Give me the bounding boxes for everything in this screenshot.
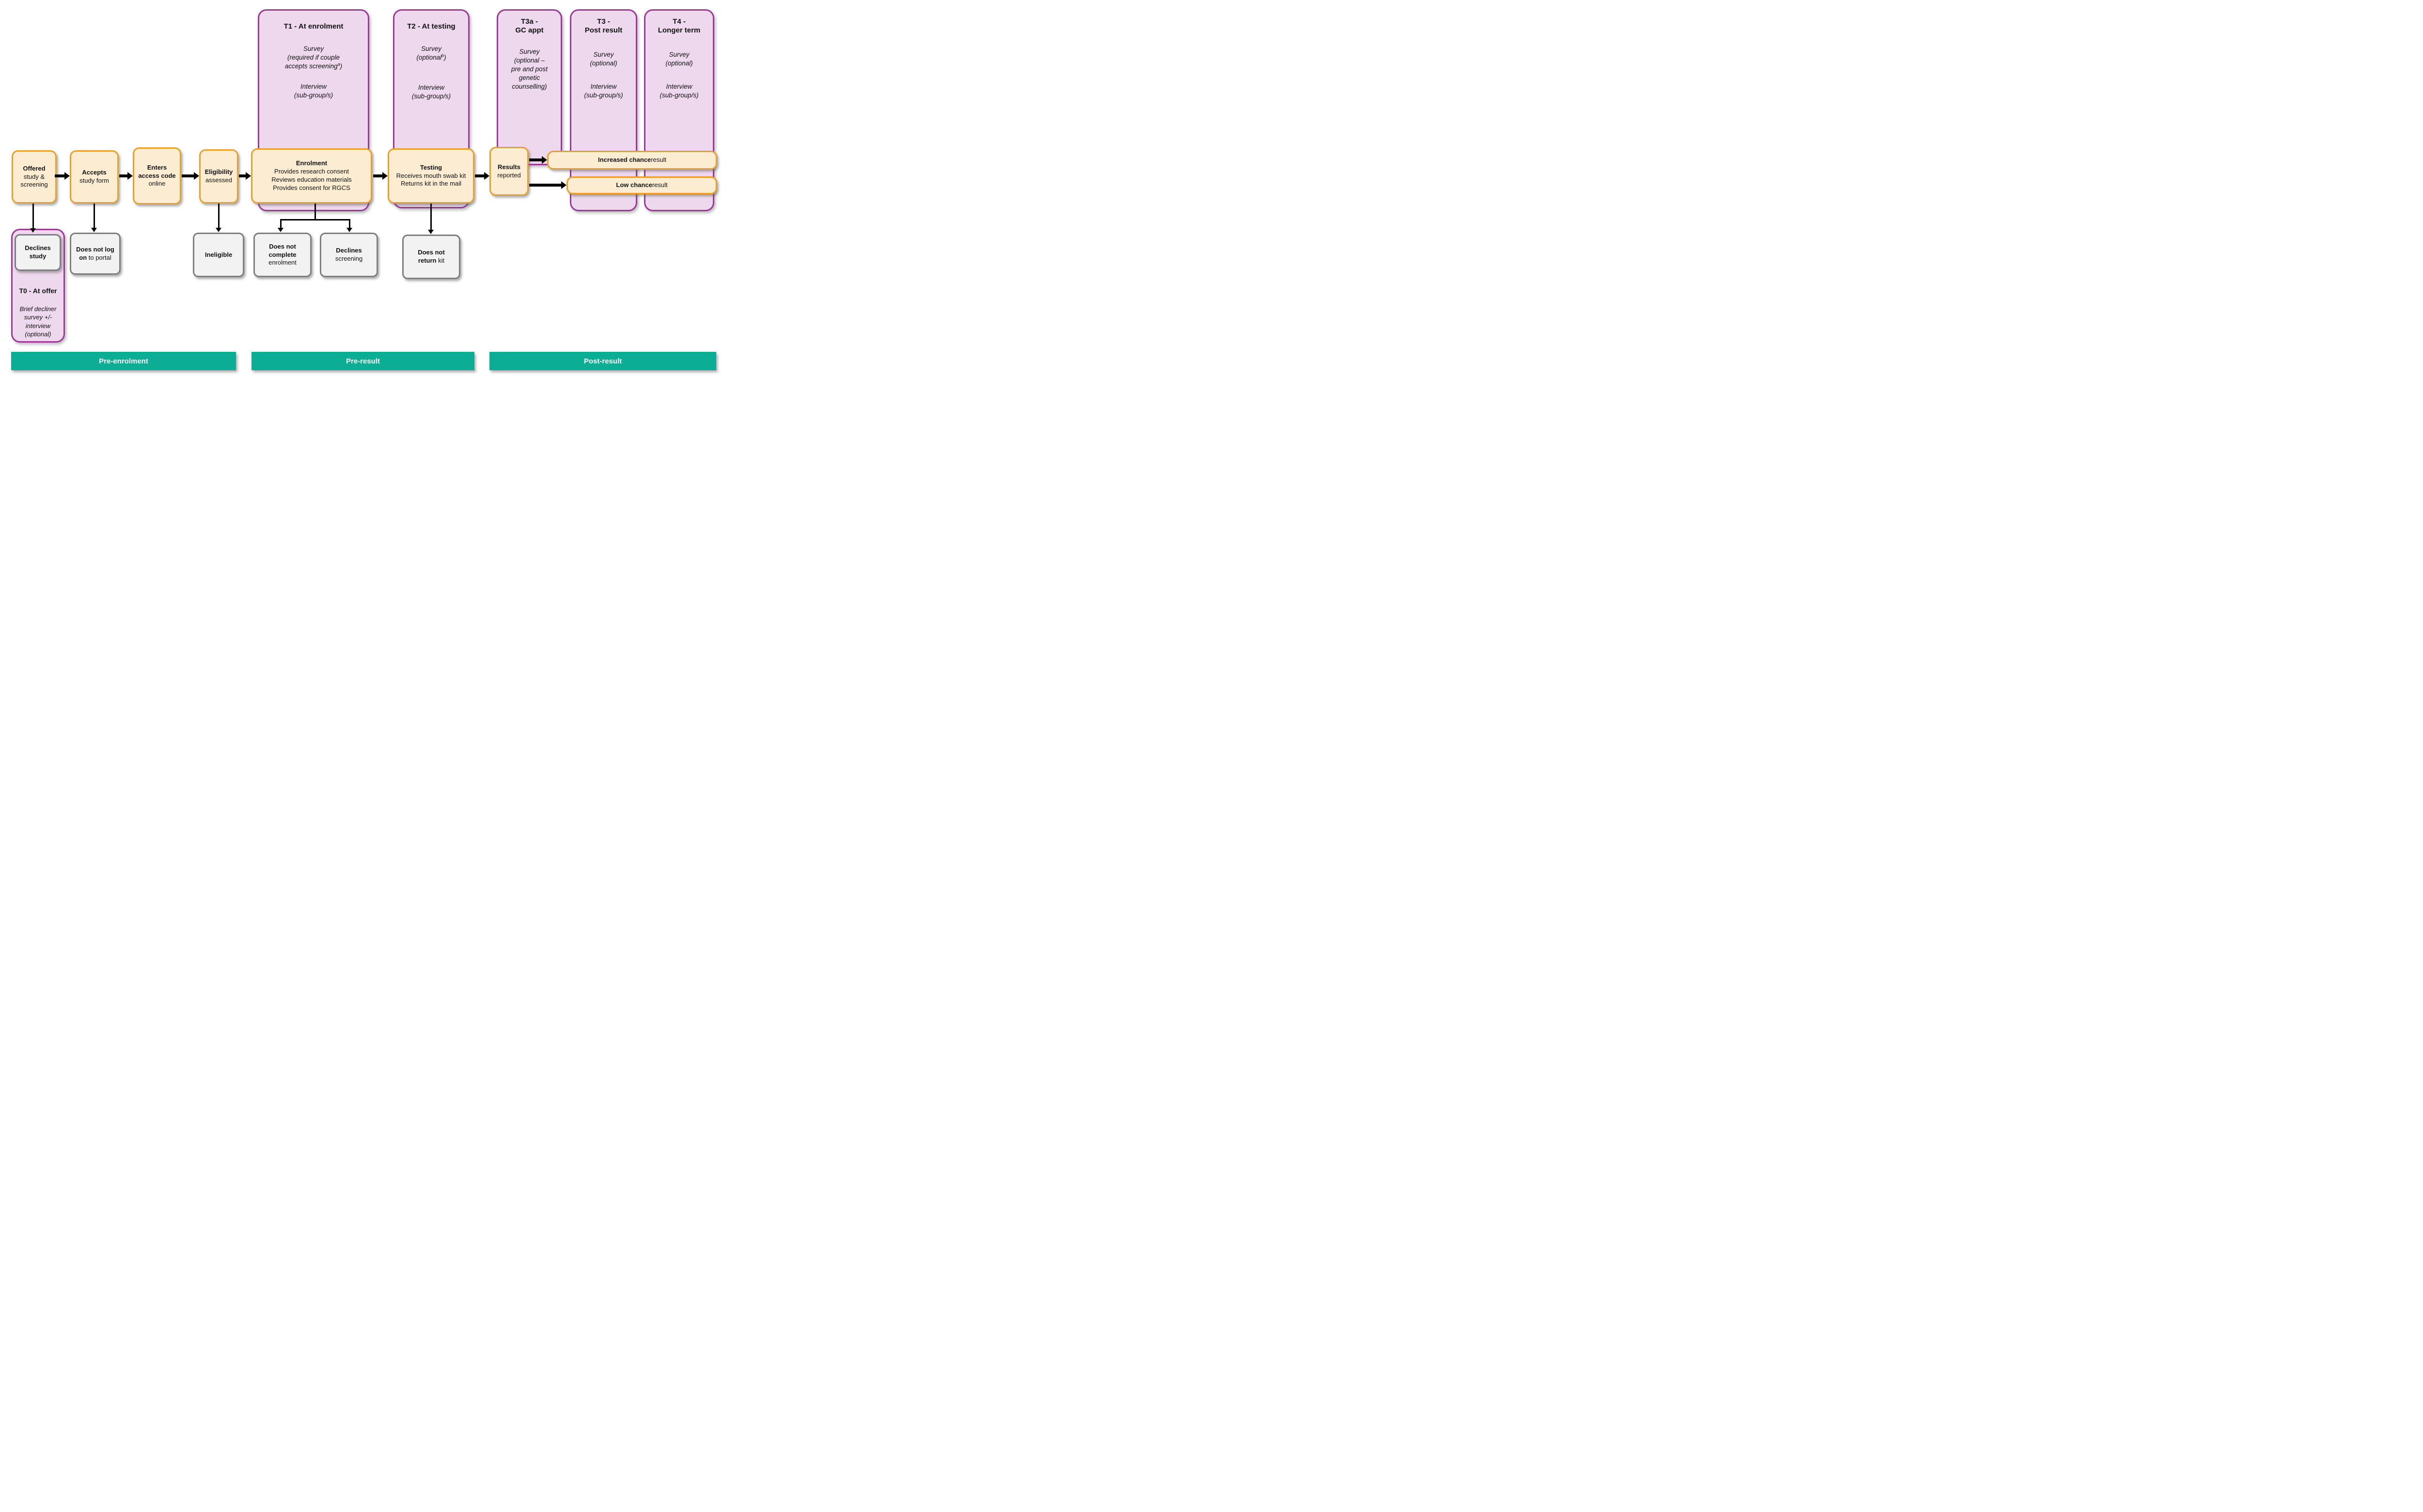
arrow-enrolment-to-testing	[373, 172, 388, 180]
arrow-results-to-increased	[529, 156, 547, 164]
declines-study-label: Declines study	[25, 244, 51, 260]
t4-title: T4 - Longer term	[658, 17, 701, 35]
dropout-declines-study: Declines study	[15, 234, 61, 271]
t3a-title: T3a - GC appt	[515, 17, 544, 35]
arrow-eligibility-to-ineligible	[216, 204, 221, 232]
arrow-accepts-to-enters	[119, 172, 133, 180]
t4-survey-note: Survey (optional)	[665, 51, 693, 67]
result-low-chance: Low chance result	[566, 176, 717, 194]
arrow-split-to-declines-screening	[346, 219, 352, 232]
arrow-accepts-to-no-logon	[91, 204, 97, 232]
connector-enrolment-crossbar	[280, 219, 350, 220]
arrow-results-to-low	[529, 181, 566, 189]
arrow-split-to-no-complete	[278, 219, 283, 232]
step-enrolment: Enrolment Provides research consent Revi…	[251, 148, 372, 204]
step-results-reported: Results reported	[489, 147, 529, 196]
dropout-ineligible: Ineligible	[193, 233, 244, 277]
step-testing: Testing Receives mouth swab kit Returns …	[388, 148, 474, 204]
t3-interview-note: Interview (sub-group/s)	[584, 83, 623, 99]
timepoint-t0: Declines study T0 - At offer Brief decli…	[11, 229, 65, 343]
t0-title: T0 - At offer	[19, 287, 57, 295]
t2-interview-note: Interview (sub-group/s)	[411, 84, 451, 100]
phase-pre-enrolment: Pre-enrolment	[11, 352, 236, 370]
step-enters-access-code: Enters access code online	[133, 147, 181, 205]
step-offered-study: Offered study & screening	[12, 150, 57, 204]
t0-survey-note: Brief decliner survey +/- interview (opt…	[19, 305, 57, 338]
t3a-survey-note: Survey (optional – pre and post genetic …	[511, 48, 548, 91]
timepoint-t3a: T3a - GC appt Survey (optional – pre and…	[497, 9, 562, 165]
t1-survey-note: Survey (required if couple accepts scree…	[284, 45, 343, 70]
dropout-no-return-kit: Does not return kit	[402, 235, 460, 279]
arrow-testing-to-no-return	[428, 204, 434, 234]
arrow-eligibility-to-enrolment	[239, 172, 251, 180]
phase-pre-result: Pre-result	[252, 352, 474, 370]
dropout-no-complete-enrolment: Does not complete enrolment	[253, 233, 312, 277]
arrow-enters-to-eligibility	[182, 172, 199, 180]
t2-title: T2 - At testing	[407, 22, 456, 31]
t1-interview-note: Interview (sub-group/s)	[294, 83, 333, 99]
arrow-offered-to-declines-study	[30, 204, 36, 233]
t2-survey-note: Survey (optionalb)	[416, 45, 446, 62]
study-flow-diagram: T1 - At enrolment Survey (required if co…	[0, 0, 729, 378]
step-eligibility-assessed: Eligibility assessed	[199, 149, 238, 204]
dropout-declines-screening: Declines screening	[320, 233, 378, 277]
connector-enrolment-stem	[315, 204, 316, 220]
t3-survey-note: Survey (optional)	[590, 51, 617, 67]
dropout-no-logon: Does not log on to portal	[70, 233, 121, 275]
t4-interview-note: Interview (sub-group/s)	[660, 83, 699, 99]
result-increased-chance: Increased chance result	[547, 151, 717, 170]
step-accepts-study-form: Accepts study form	[70, 150, 119, 204]
arrow-testing-to-results	[475, 172, 489, 180]
arrow-offered-to-accepts	[55, 172, 70, 180]
phase-post-result: Post-result	[489, 352, 716, 370]
t1-title: T1 - At enrolment	[283, 22, 344, 31]
t3-title: T3 - Post result	[584, 17, 623, 35]
